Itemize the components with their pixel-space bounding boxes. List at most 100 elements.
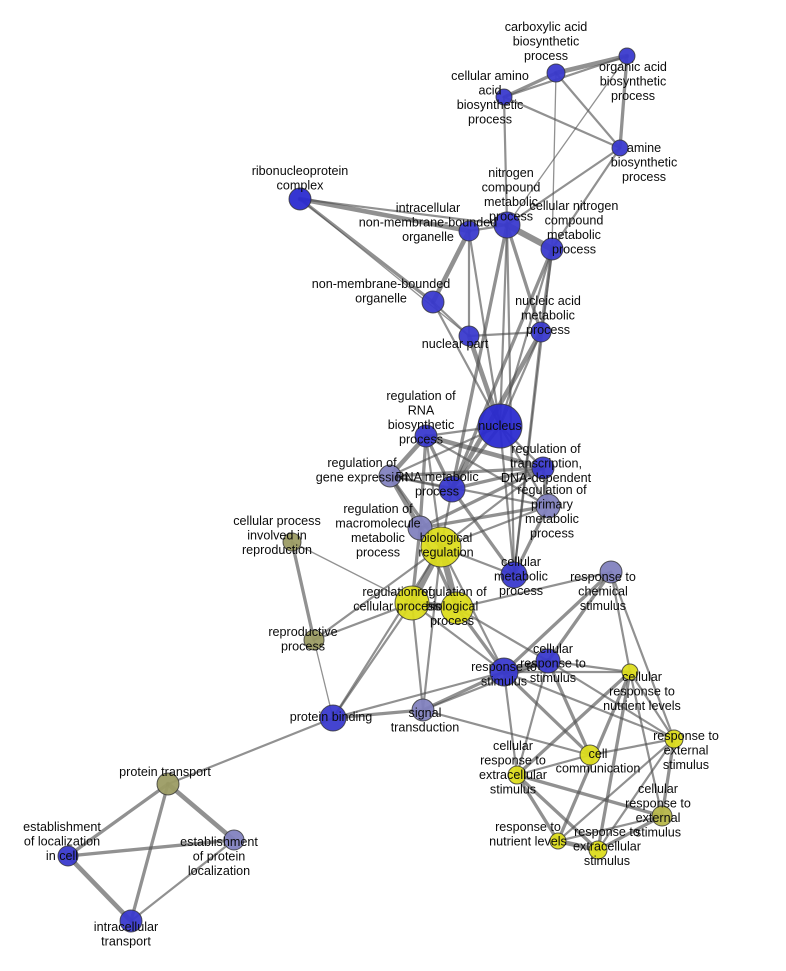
edge-cellular-response-to-nutrient-levels--response-to-external-stimulus xyxy=(628,670,676,741)
edge-nitrogen-compound-metabolic-process--nucleic-acid-metabolic-process xyxy=(505,223,543,334)
node-cellular-amino-acid-biosynthetic-process[interactable] xyxy=(495,88,513,106)
edge-cellular-process-involved-in-reproduction--reproductive-process xyxy=(290,540,316,642)
node-rna-metabolic-process[interactable] xyxy=(438,475,466,503)
edge-signal-transduction--cell-communication xyxy=(421,708,592,757)
node-intracellular-transport[interactable] xyxy=(119,909,143,933)
node-biological-regulation[interactable] xyxy=(420,526,462,568)
edge-amine-biosynthetic-process--nitrogen-compound-metabolic-process xyxy=(505,146,622,227)
node-reproductive-process[interactable] xyxy=(303,629,325,651)
edge-signal-transduction--protein-binding xyxy=(331,708,425,720)
edge-intracellular-non-membrane-bounded-organelle--non-membrane-bounded-organelle xyxy=(430,228,472,305)
edge-signal-transduction--biological-regulation xyxy=(421,545,443,712)
edge-cellular-amino-acid-biosynthetic-process--amine-biosynthetic-process xyxy=(502,95,622,150)
edge-rna-metabolic-process--cellular-metabolic-process xyxy=(450,487,516,577)
node-response-to-external-stimulus[interactable] xyxy=(664,729,684,749)
edge-protein-binding--response-to-stimulus xyxy=(331,670,506,720)
node-cell-communication[interactable] xyxy=(579,744,601,766)
edge-response-to-chemical-stimulus--cellular-response-to-nutrient-levels xyxy=(609,570,632,674)
node-protein-transport[interactable] xyxy=(156,772,180,796)
edge-regulation-of-transcription-dna-dependent--regulation-of-macromolecule-metabolic-process xyxy=(418,466,545,530)
node-carboxylic-acid-biosynthetic-process[interactable] xyxy=(546,63,566,83)
edge-nitrogen-compound-metabolic-process--cellular-metabolic-process xyxy=(505,223,516,577)
node-cellular-response-to-nutrient-levels[interactable] xyxy=(621,663,639,681)
node-establishment-of-protein-localization[interactable] xyxy=(223,829,245,851)
node-protein-binding[interactable] xyxy=(319,704,347,732)
node-regulation-of-rna-biosynthetic-process[interactable] xyxy=(414,424,438,448)
edge-response-to-nutrient-levels--response-to-external-stimulus xyxy=(556,737,676,843)
node-non-membrane-bounded-organelle[interactable] xyxy=(421,290,445,314)
edge-response-to-external-stimulus--cellular-response-to-external-stimulus xyxy=(660,737,676,818)
edge-establishment-of-protein-localization--intracellular-transport xyxy=(129,838,236,923)
node-cellular-response-to-external-stimulus[interactable] xyxy=(651,805,673,827)
node-cellular-nitrogen-compound-metabolic-process[interactable] xyxy=(540,237,564,261)
edge-regulation-of-primary-metabolic-process--regulation-of-macromolecule-metabolic-process xyxy=(418,504,550,530)
node-nucleic-acid-metabolic-process[interactable] xyxy=(530,321,552,343)
edge-organic-acid-biosynthetic-process--nitrogen-compound-metabolic-process xyxy=(506,55,628,226)
node-response-to-stimulus[interactable] xyxy=(489,657,519,687)
edge-ribonucleoprotein-complex--nuclear-part xyxy=(299,198,470,337)
edge-cellular-response-to-stimulus--cell-communication xyxy=(546,659,592,757)
node-response-to-nutrient-levels[interactable] xyxy=(549,832,567,850)
edge-response-to-extracellular-stimulus--cellular-response-to-external-stimulus xyxy=(596,814,664,852)
node-cellular-process-involved-in-reproduction[interactable] xyxy=(282,532,302,552)
node-cellular-response-to-extracellular-stimulus[interactable] xyxy=(507,765,527,785)
edge-reproductive-process--biological-regulation xyxy=(312,545,443,642)
node-nucleus[interactable] xyxy=(477,403,523,449)
edge-response-to-stimulus--response-to-chemical-stimulus xyxy=(502,570,613,674)
node-signal-transduction[interactable] xyxy=(411,698,435,722)
edge-signal-transduction--regulation-of-cellular-process xyxy=(410,601,425,712)
edge-cellular-response-to-stimulus--signal-transduction xyxy=(421,659,550,712)
edge-establishment-of-localization-in-cell--intracellular-transport xyxy=(65,853,134,924)
edge-cell-communication--cellular-response-to-extracellular-stimulus xyxy=(515,753,592,777)
node-regulation-of-primary-metabolic-process[interactable] xyxy=(535,493,561,519)
edge-regulation-of-transcription-dna-dependent--biological-regulation xyxy=(439,466,545,549)
edge-protein-transport--establishment-of-protein-localization xyxy=(165,781,237,843)
node-label-nucleus: nucleus xyxy=(478,419,521,433)
edge-cellular-nitrogen-compound-metabolic-process--nucleus xyxy=(498,247,554,428)
node-regulation-of-cellular-process[interactable] xyxy=(394,585,430,621)
node-establishment-of-localization-in-cell[interactable] xyxy=(57,845,79,867)
node-cellular-metabolic-process[interactable] xyxy=(500,561,528,589)
edge-response-to-stimulus--cell-communication xyxy=(502,670,592,757)
edge-regulation-of-gene-expression--regulation-of-primary-metabolic-process xyxy=(388,474,550,508)
edge-protein-binding--biological-regulation xyxy=(331,545,443,720)
edge-cellular-response-to-stimulus--response-to-chemical-stimulus xyxy=(546,570,613,663)
node-organic-acid-biosynthetic-process[interactable] xyxy=(618,47,636,65)
node-response-to-extracellular-stimulus[interactable] xyxy=(588,840,608,860)
node-cellular-response-to-stimulus[interactable] xyxy=(535,648,561,674)
node-response-to-chemical-stimulus[interactable] xyxy=(599,560,623,584)
node-regulation-of-gene-expression[interactable] xyxy=(378,464,402,488)
edge-organic-acid-biosynthetic-process--cellular-amino-acid-biosynthetic-process xyxy=(502,54,629,99)
node-amine-biosynthetic-process[interactable] xyxy=(611,139,629,157)
node-nuclear-part[interactable] xyxy=(458,325,480,347)
node-regulation-of-biological-process[interactable] xyxy=(440,591,474,625)
node-ribonucleoprotein-complex[interactable] xyxy=(288,187,312,211)
edge-cellular-amino-acid-biosynthetic-process--nitrogen-compound-metabolic-process xyxy=(502,95,509,227)
node-layer xyxy=(57,47,684,933)
edge-cellular-response-to-stimulus--cellular-response-to-extracellular-stimulus xyxy=(515,659,550,777)
node-intracellular-non-membrane-bounded-organelle[interactable] xyxy=(458,220,480,242)
node-regulation-of-transcription-dna-dependent[interactable] xyxy=(531,456,555,480)
node-nitrogen-compound-metabolic-process[interactable] xyxy=(493,211,521,239)
